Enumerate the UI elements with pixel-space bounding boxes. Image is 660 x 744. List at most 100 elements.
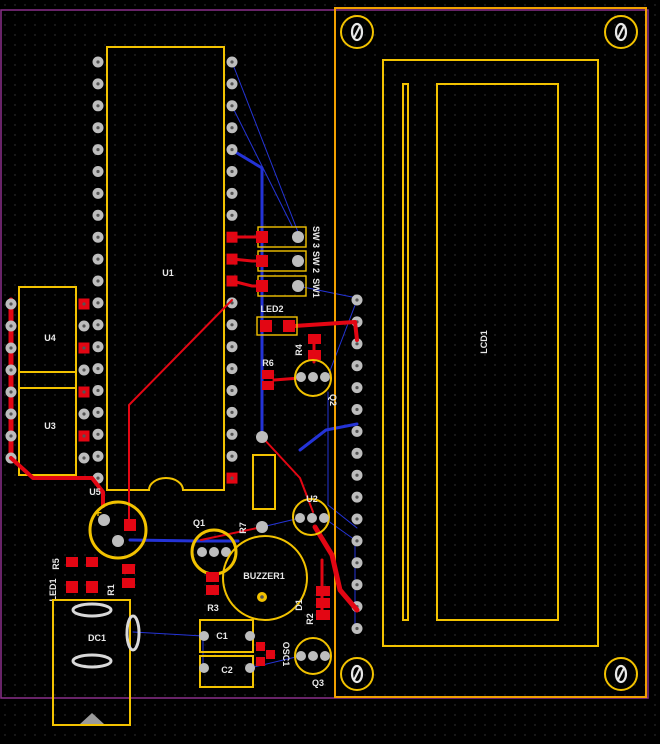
- mounting-hole-icon[interactable]: [340, 15, 374, 49]
- u1-pin-drill: [96, 60, 100, 64]
- component-u4-u3[interactable]: U4 U3: [5, 286, 90, 476]
- u1-pin-drill: [230, 476, 234, 480]
- component-d1[interactable]: D1: [294, 586, 330, 611]
- trace-bottom[interactable]: [230, 148, 264, 439]
- u5-polarity-mark: +: [93, 506, 102, 519]
- component-r7[interactable]: R7: [238, 431, 276, 534]
- trace-top[interactable]: [312, 524, 360, 613]
- lcd1-pin-drill: [355, 473, 359, 477]
- component-u1[interactable]: U1: [92, 46, 238, 491]
- c1-pad: [245, 631, 255, 641]
- r7-pad: [256, 521, 268, 533]
- component-r3[interactable]: R3: [206, 572, 219, 613]
- component-r4[interactable]: R4: [294, 334, 321, 360]
- component-lcd1[interactable]: LCD1: [334, 7, 647, 698]
- u1-pin-drill: [96, 191, 100, 195]
- u1-pin-drill: [96, 169, 100, 174]
- component-sw3[interactable]: SW 3: [256, 226, 321, 248]
- component-led1[interactable]: LED1: [48, 578, 98, 602]
- component-led2[interactable]: LED2: [256, 304, 298, 336]
- u1-pin-drill: [96, 345, 100, 349]
- lcd1-outline: [334, 7, 647, 698]
- trace-bottom[interactable]: [132, 631, 204, 637]
- u1-pin-drill: [96, 454, 100, 458]
- c2-label: C2: [221, 665, 233, 675]
- u3-label: U3: [44, 421, 56, 431]
- u1-pin-drill: [96, 235, 100, 239]
- u4-u3-pin-drill: [82, 324, 86, 328]
- trace-top[interactable]: [292, 320, 359, 342]
- component-dc1[interactable]: DC1: [52, 599, 141, 726]
- q2-pad: [308, 372, 318, 382]
- r5-pad: [66, 557, 78, 567]
- d1-pad: [316, 586, 330, 596]
- c1-pad: [199, 631, 209, 641]
- u4-u3-pin-drill: [82, 390, 86, 394]
- component-sw1[interactable]: SW1: [256, 275, 321, 298]
- trace-bottom[interactable]: [327, 299, 358, 377]
- led1-pad: [66, 581, 78, 593]
- component-sw2[interactable]: SW 2: [256, 250, 321, 273]
- component-r1[interactable]: R1: [106, 564, 135, 596]
- u5-pad: [98, 514, 110, 526]
- trace-top[interactable]: [9, 456, 105, 508]
- osc1-pad: [256, 657, 265, 666]
- mounting-hole-icon[interactable]: [340, 657, 374, 691]
- u4-u3-pin-drill: [9, 390, 13, 394]
- sw3-label: SW 3: [311, 226, 321, 248]
- u1-pin-drill: [230, 323, 234, 327]
- u1-pin-drill: [96, 301, 100, 305]
- trace-bottom[interactable]: [231, 61, 299, 233]
- component-r5[interactable]: R5: [51, 557, 98, 570]
- u4-u3-pin-drill: [82, 368, 86, 372]
- component-u2[interactable]: U2: [292, 494, 330, 536]
- buzzer1-label: BUZZER1: [243, 571, 285, 581]
- r1-label: R1: [106, 584, 116, 596]
- mounting-hole-icon[interactable]: [604, 657, 638, 691]
- led1-pad: [86, 581, 98, 593]
- u1-pin-drill: [230, 213, 234, 217]
- trace-bottom[interactable]: [327, 391, 358, 529]
- lcd1-label: LCD1: [479, 330, 489, 354]
- dc1-label: DC1: [88, 633, 106, 643]
- component-c2[interactable]: C2: [199, 655, 255, 688]
- sw1-pad: [256, 280, 268, 292]
- u4-u3-pin-drill: [9, 412, 13, 416]
- c2-pad: [199, 663, 209, 673]
- q1-pad: [221, 547, 231, 557]
- lcd1-slot: [402, 83, 409, 621]
- trace-bottom[interactable]: [297, 285, 358, 299]
- u1-outline: [106, 46, 225, 491]
- trace-top[interactable]: [200, 526, 263, 541]
- led2-label: LED2: [260, 304, 283, 314]
- r4-label: R4: [294, 344, 304, 356]
- bottom-layer-traces[interactable]: [128, 61, 359, 669]
- component-r2[interactable]: R2: [305, 610, 330, 625]
- mounting-hole-icon[interactable]: [604, 15, 638, 49]
- triangle-icon: [80, 713, 104, 724]
- trace-top[interactable]: [272, 376, 302, 382]
- trace-top[interactable]: [128, 299, 233, 523]
- q3-outline: [294, 637, 332, 675]
- component-u5[interactable]: + U5: [88, 487, 148, 560]
- trace-bottom[interactable]: [298, 422, 359, 452]
- trace-bottom[interactable]: [231, 105, 293, 227]
- component-c1[interactable]: C1: [199, 619, 255, 653]
- trace-top[interactable]: [261, 436, 314, 513]
- component-osc1[interactable]: OSC1: [256, 642, 291, 667]
- component-r6[interactable]: R6: [262, 358, 274, 390]
- component-q3[interactable]: Q3: [294, 637, 332, 688]
- r3-label: R3: [207, 603, 219, 613]
- lcd1-bezel: [382, 59, 599, 647]
- trace-bottom[interactable]: [128, 538, 240, 543]
- u1-pin-drill: [230, 82, 234, 86]
- u1-pin-drill: [96, 104, 100, 108]
- r7-outline: [252, 454, 276, 510]
- u1-pin-drill: [96, 432, 100, 436]
- component-q2[interactable]: Q2: [294, 359, 338, 406]
- board-outline[interactable]: [0, 9, 649, 699]
- r2-label: R2: [305, 613, 315, 625]
- component-buzzer1[interactable]: BUZZER1: [222, 535, 308, 621]
- dc1-pad: [71, 653, 113, 669]
